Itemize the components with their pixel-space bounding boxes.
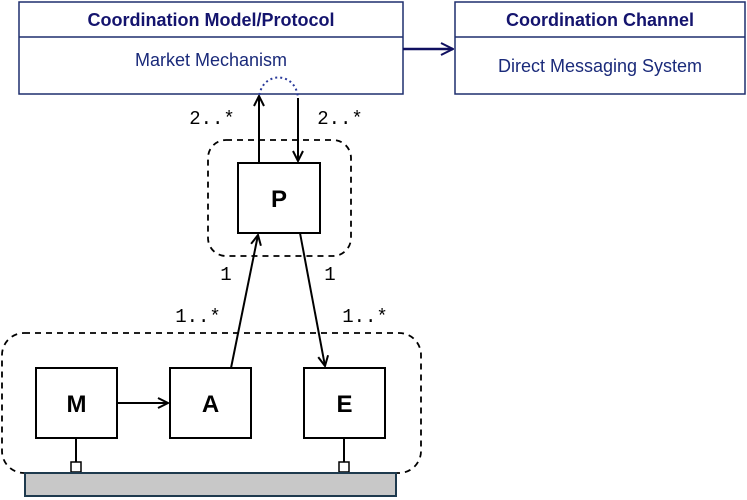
p-to-e-arrow (299, 232, 325, 366)
mult-a-to-p-near-p: 1 (220, 264, 231, 286)
mult-model-to-p-right: 2..* (317, 108, 363, 130)
node-a (169, 367, 252, 439)
coordination-model-frame (18, 1, 404, 95)
e-platform-port (338, 461, 350, 473)
p-group-boundary (207, 139, 352, 257)
coordination-model-body: Market Mechanism (135, 50, 287, 70)
coordination-channel-frame (454, 1, 746, 95)
coordination-channel-title: Coordination Channel (506, 10, 694, 30)
coordination-model-title: Coordination Model/Protocol (88, 10, 335, 30)
node-m-label: M (67, 391, 87, 418)
environment-platform (24, 472, 397, 497)
coordination-channel-box: Coordination Channel Direct Messaging Sy… (454, 1, 746, 95)
mult-model-to-p-left: 2..* (189, 108, 235, 130)
node-e-label: E (336, 391, 352, 418)
mult-p-to-e-near-p: 1 (324, 264, 335, 286)
a-to-p-arrow (230, 235, 258, 369)
node-p-label: P (271, 186, 287, 213)
coordination-channel-body: Direct Messaging System (498, 56, 702, 76)
coordination-model-box: Coordination Model/Protocol Market Mecha… (18, 1, 404, 95)
m-platform-port (70, 461, 82, 473)
node-a-label: A (202, 391, 219, 418)
mult-a-to-p-near-a: 1..* (175, 306, 221, 328)
mult-p-to-e-near-e: 1..* (342, 306, 388, 328)
node-p (237, 162, 321, 234)
node-e (303, 367, 386, 439)
